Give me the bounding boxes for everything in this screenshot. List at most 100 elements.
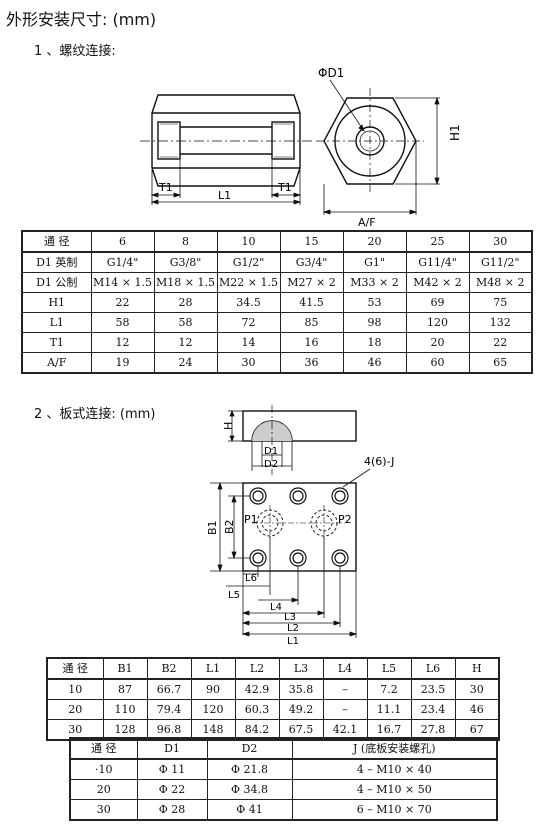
hole-table-cell: ·10	[69, 758, 138, 780]
threaded-table-cell: M14 × 1.5	[90, 272, 155, 293]
subplate-table-cell: 67	[454, 719, 500, 741]
subplate-table-cell: 30	[454, 678, 500, 700]
subplate-drawing: H D1 D2 4(6)-J P1 P2 B1 B2	[206, 405, 394, 647]
hole-table-cell: D2	[206, 737, 293, 760]
subplate-table-cell: –	[322, 678, 368, 700]
threaded-table-cell: H1	[21, 292, 92, 313]
threaded-connector-drawing: T1 L1 T1 ΦD1 A/F H1	[140, 66, 462, 229]
threaded-table-cell: G1/2"	[216, 251, 281, 273]
hole-table-cell: 通 径	[69, 737, 138, 760]
threaded-table-cell: M48 × 2	[468, 272, 533, 293]
threaded-table-cell: 24	[153, 352, 218, 374]
subplate-table-cell: B2	[146, 657, 192, 680]
subplate-table-cell: H	[454, 657, 500, 680]
subplate-table-cell: 120	[190, 699, 236, 720]
threaded-table-cell: 85	[279, 312, 344, 333]
subplate-table-cell: 27.8	[410, 719, 456, 741]
subplate-table-cell: 42.1	[322, 719, 368, 741]
threaded-table-cell: 53	[342, 292, 407, 313]
subplate-table-cell: L1	[190, 657, 236, 680]
threaded-table-cell: M33 × 2	[342, 272, 407, 293]
hole-table-cell: 6 – M10 × 70	[291, 799, 498, 821]
threaded-table-cell: 6	[90, 230, 155, 253]
dim-l2: L2	[287, 623, 299, 634]
subplate-table-cell: 110	[102, 699, 148, 720]
dim-l1-plate: L1	[287, 636, 299, 647]
hole-table-cell: Φ 34.8	[206, 779, 293, 800]
hole-table-cell: Φ 21.8	[206, 758, 293, 780]
hole-table-cell: 30	[69, 799, 138, 821]
subplate-table-cell: 60.3	[234, 699, 280, 720]
threaded-table-cell: G3/8"	[153, 251, 218, 273]
threaded-table-cell: 25	[405, 230, 470, 253]
subplate-table-cell: 23.4	[410, 699, 456, 720]
hole-table-cell: Φ 28	[136, 799, 208, 821]
hole-table-cell: 20	[69, 779, 138, 800]
subplate-table-cell: L4	[322, 657, 368, 680]
threaded-table-cell: 10	[216, 230, 281, 253]
hole-table-cell: 4 – M10 × 50	[291, 779, 498, 800]
subplate-table-cell: B1	[102, 657, 148, 680]
threaded-table-cell: 28	[153, 292, 218, 313]
subplate-table-cell: 20	[46, 699, 104, 720]
threaded-table-cell: 8	[153, 230, 218, 253]
subplate-table-cell: 128	[102, 719, 148, 741]
subplate-table-cell: 49.2	[278, 699, 324, 720]
threaded-table-cell: M18 × 1.5	[153, 272, 218, 293]
section2-heading: 2 、板式连接: (mm)	[34, 407, 156, 422]
subplate-table-cell: 7.2	[366, 678, 412, 700]
subplate-table-cell: 10	[46, 678, 104, 700]
label-j: 4(6)-J	[364, 455, 394, 468]
dim-l5: L5	[228, 590, 240, 601]
subplate-table-cell: L3	[278, 657, 324, 680]
threaded-table-cell: G11/2"	[468, 251, 533, 273]
dim-d1: D1	[264, 446, 278, 457]
page-title: 外形安装尺寸: (mm)	[6, 10, 157, 29]
threaded-table-cell: 41.5	[279, 292, 344, 313]
dim-phi-d1: ΦD1	[318, 66, 344, 80]
threaded-table-cell: 18	[342, 332, 407, 353]
threaded-table-cell: G11/4"	[405, 251, 470, 273]
threaded-table-cell: 12	[153, 332, 218, 353]
threaded-table-cell: D1 公制	[21, 272, 92, 293]
threaded-table-cell: 19	[90, 352, 155, 374]
threaded-table-cell: 34.5	[216, 292, 281, 313]
threaded-table-cell: 58	[90, 312, 155, 333]
threaded-table-cell: 16	[279, 332, 344, 353]
subplate-table-cell: L6	[410, 657, 456, 680]
subplate-table-cell: 84.2	[234, 719, 280, 741]
threaded-table-cell: T1	[21, 332, 92, 353]
dim-b2: B2	[223, 519, 236, 534]
threaded-table-cell: 98	[342, 312, 407, 333]
subplate-table-cell: 42.9	[234, 678, 280, 700]
dim-b1: B1	[206, 520, 219, 535]
hole-table-cell: Φ 11	[136, 758, 208, 780]
hole-table-cell: 4 – M10 × 40	[291, 758, 498, 780]
subplate-table-cell: 96.8	[146, 719, 192, 741]
threaded-table-cell: 132	[468, 312, 533, 333]
subplate-table-cell: 通 径	[46, 657, 104, 680]
threaded-table-cell: M22 × 1.5	[216, 272, 281, 293]
hole-table-cell: Φ 22	[136, 779, 208, 800]
threaded-table-cell: 22	[90, 292, 155, 313]
dim-l3: L3	[284, 612, 296, 623]
threaded-table-cell: M27 × 2	[279, 272, 344, 293]
dim-t1-right: T1	[277, 181, 292, 194]
threaded-table-cell: 22	[468, 332, 533, 353]
dim-l1: L1	[218, 189, 231, 202]
subplate-table-cell: 30	[46, 719, 104, 741]
threaded-table-cell: G1/4"	[90, 251, 155, 273]
threaded-table-cell: M42 × 2	[405, 272, 470, 293]
port-p1: P1	[244, 513, 258, 526]
